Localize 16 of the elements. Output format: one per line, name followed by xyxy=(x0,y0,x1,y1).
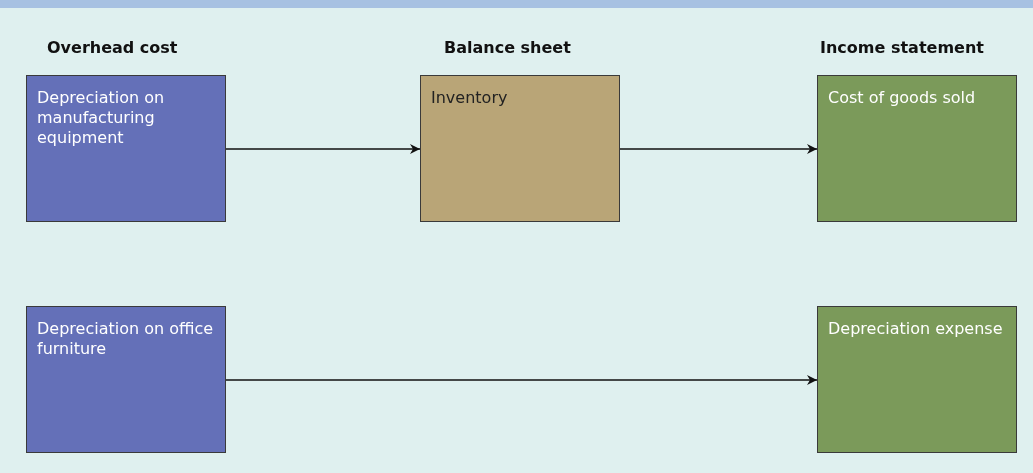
box-text: Cost of goods sold xyxy=(828,88,977,108)
account-box xyxy=(817,306,1017,453)
column-heading: Balance sheet xyxy=(444,38,571,57)
arrow xyxy=(619,144,818,154)
column-heading: Income statement xyxy=(820,38,984,57)
box-text: Inventory xyxy=(431,88,509,108)
arrow xyxy=(225,144,421,154)
arrow xyxy=(225,375,818,385)
account-box xyxy=(26,306,226,453)
box-text: Depreciation on manufacturing equipment xyxy=(37,88,166,148)
box-text: Depreciation on office furniture xyxy=(37,319,215,359)
box-text: Depreciation expense xyxy=(828,319,1004,339)
account-box xyxy=(420,75,620,222)
column-heading: Overhead cost xyxy=(47,38,178,57)
account-box xyxy=(817,75,1017,222)
account-box xyxy=(26,75,226,222)
